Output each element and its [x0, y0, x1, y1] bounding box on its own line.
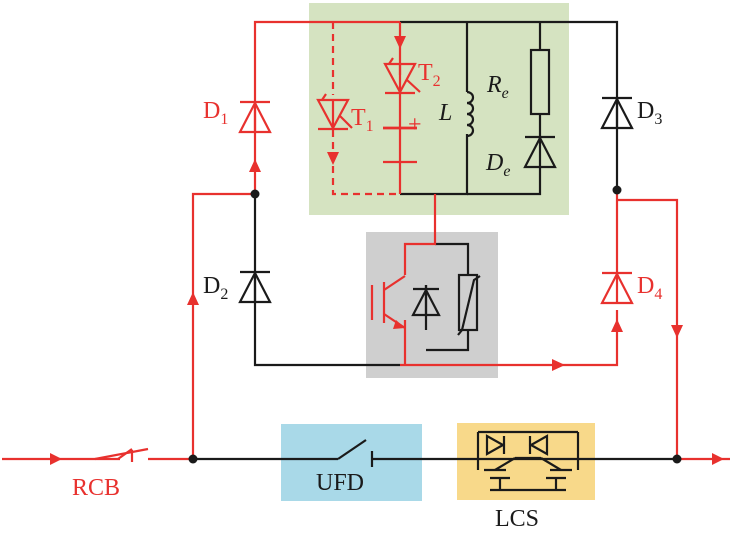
junction-dots [188, 185, 682, 464]
label-l: L [438, 100, 452, 126]
lcs-symbol [476, 430, 580, 492]
thyristor-module-box [309, 3, 569, 215]
label-re: Re [486, 72, 509, 102]
current-arrows [50, 36, 724, 465]
label-t2: T2 [418, 60, 441, 90]
arrow-down-t2 [394, 36, 406, 49]
label-d3: D3 [637, 98, 662, 128]
resistor-re [529, 48, 551, 116]
thyristor-t2 [383, 57, 421, 118]
arrow-out-right [712, 453, 724, 465]
arrow-up-d4 [611, 319, 623, 332]
label-d1: D1 [203, 98, 228, 128]
label-t1: T1 [351, 105, 374, 135]
arrow-right-bottom [552, 359, 565, 371]
arrow-up-left [187, 292, 199, 305]
thyristor-t1 [316, 93, 353, 131]
igbt-module-box [366, 232, 498, 378]
igbt-diode [411, 285, 441, 317]
arrow-down-t1 [327, 152, 339, 165]
lcs-box [457, 423, 595, 500]
diode-de [523, 130, 557, 174]
label-ufd: UFD [316, 470, 364, 496]
ufd-box [281, 424, 422, 501]
label-d4: D4 [637, 273, 662, 303]
label-rcb: RCB [72, 475, 120, 501]
igbt-emitter-arrow [393, 320, 405, 329]
label-lcs: LCS [495, 506, 539, 532]
arrow-up-d1 [249, 159, 261, 172]
ufd-switch [337, 439, 374, 467]
label-de: De [485, 150, 510, 180]
varistor [457, 273, 481, 336]
label-plus: + [408, 112, 422, 138]
arrow-down-right [671, 325, 683, 338]
arrow-in-left [50, 453, 62, 465]
label-d2: D2 [203, 273, 228, 303]
inductor-l [466, 90, 475, 138]
